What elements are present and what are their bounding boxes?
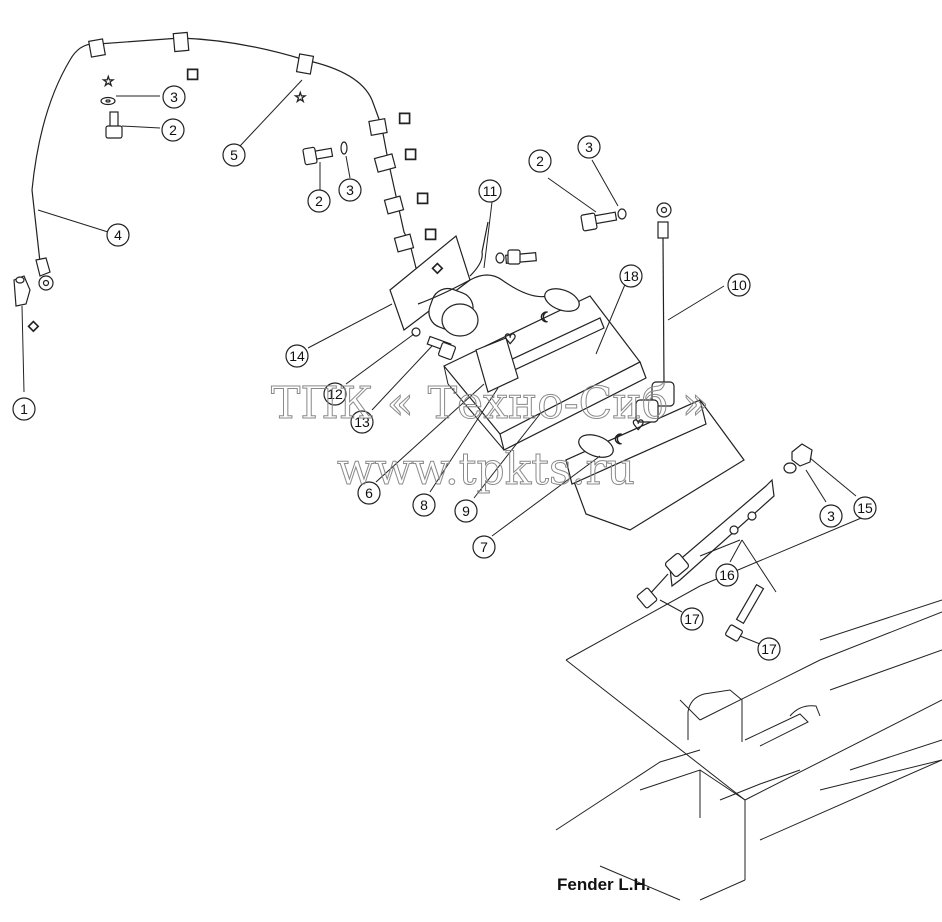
callout-2: 2 [161, 118, 185, 142]
svg-text:8: 8 [420, 497, 428, 513]
heart-symbol: ♡ [632, 418, 645, 434]
callout-4: 4 [106, 223, 130, 247]
svg-text:11: 11 [483, 183, 498, 199]
svg-text:12: 12 [327, 386, 343, 402]
figure-caption: Fender L.H. [557, 875, 651, 894]
svg-text:3: 3 [170, 89, 178, 105]
diagram-symbols: ☆ ☆ □ □ □ □ □ ◇ ◇ ♡ ☾ ☾ ♡ [28, 66, 645, 449]
svg-text:17: 17 [684, 611, 700, 627]
callout-7: 7 [472, 535, 496, 559]
callout-2: 2 [528, 149, 552, 173]
svg-text:14: 14 [289, 348, 305, 364]
svg-text:5: 5 [230, 147, 238, 163]
callout-10: 10 [727, 273, 751, 297]
callout-3: 3 [577, 135, 601, 159]
watermark: ТПК « Техно-Сиб » www.tpkts.ru [271, 378, 710, 496]
ground-cable [13, 189, 54, 393]
svg-text:6: 6 [365, 485, 373, 501]
svg-text:3: 3 [346, 182, 354, 198]
square-symbol: □ [424, 226, 437, 242]
leader-lines [37, 79, 857, 645]
bolt-middle [302, 141, 348, 166]
svg-text:2: 2 [536, 153, 544, 169]
svg-text:1: 1 [20, 401, 28, 417]
callout-15: 15 [853, 496, 877, 520]
relay-bracket [389, 221, 549, 337]
star-symbol: ☆ [294, 90, 307, 106]
callout-16: 16 [715, 563, 739, 587]
callout-1: 1 [12, 397, 36, 421]
star-symbol: ☆ [102, 74, 115, 90]
svg-text:18: 18 [623, 268, 639, 284]
battery [443, 288, 745, 531]
callout-8: 8 [412, 493, 436, 517]
battery-cable [635, 202, 675, 423]
bolt-upper-left [100, 96, 123, 139]
callout-3: 3 [338, 178, 362, 202]
harness-cable [31, 31, 420, 320]
bolt-right [580, 208, 627, 232]
callout-17: 17 [757, 637, 781, 661]
diamond-symbol: ◇ [28, 318, 39, 334]
svg-text:9: 9 [462, 503, 470, 519]
callout-9: 9 [454, 499, 478, 523]
hold-down-hardware [636, 443, 813, 642]
square-symbol: □ [398, 110, 411, 126]
callout-11: 11 [478, 179, 502, 203]
svg-text:17: 17 [761, 641, 777, 657]
svg-text:2: 2 [169, 122, 177, 138]
fender-outline [555, 515, 942, 901]
callout-3: 3 [162, 85, 186, 109]
svg-text:2: 2 [315, 193, 323, 209]
diamond-symbol: ◇ [432, 260, 443, 276]
square-symbol: □ [186, 66, 199, 82]
bolt-bracket [495, 249, 537, 265]
svg-text:15: 15 [857, 500, 873, 516]
moon-symbol: ☾ [540, 310, 553, 326]
svg-text:7: 7 [480, 539, 488, 555]
moon-symbol: ☾ [614, 432, 627, 448]
square-symbol: □ [404, 146, 417, 162]
watermark-url: www.tpkts.ru [337, 444, 635, 495]
callout-14: 14 [285, 344, 309, 368]
callout-18: 18 [619, 264, 643, 288]
callout-5: 5 [222, 143, 246, 167]
callout-2: 2 [307, 189, 331, 213]
svg-text:13: 13 [354, 414, 370, 430]
svg-text:3: 3 [585, 139, 593, 155]
watermark-company: ТПК « Техно-Сиб » [271, 378, 709, 429]
square-symbol: □ [416, 190, 429, 206]
callout-17: 17 [680, 607, 704, 631]
callout-13: 13 [350, 410, 374, 434]
svg-text:3: 3 [827, 508, 835, 524]
callout-6: 6 [357, 481, 381, 505]
svg-text:16: 16 [719, 567, 735, 583]
callout-12: 12 [323, 382, 347, 406]
heart-symbol: ♡ [504, 332, 517, 348]
callout-3: 3 [819, 504, 843, 528]
svg-text:4: 4 [114, 227, 122, 243]
svg-text:10: 10 [731, 277, 747, 293]
